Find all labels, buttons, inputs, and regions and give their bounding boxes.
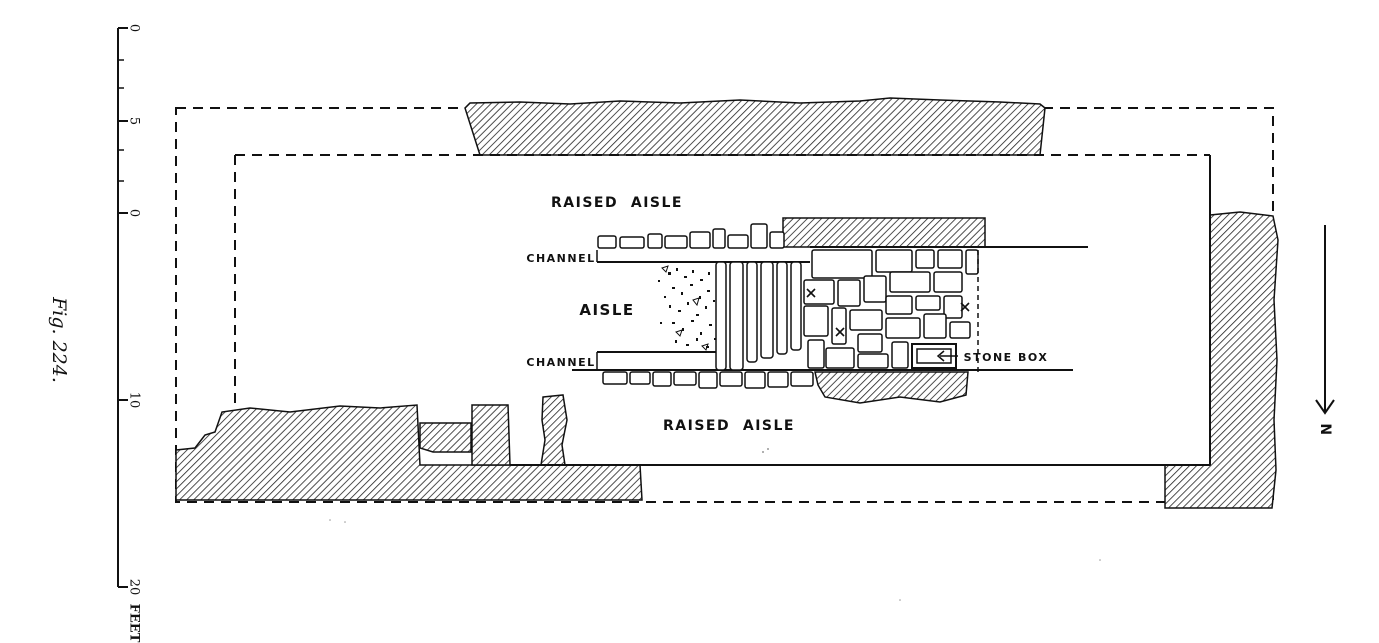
figure-caption: Fig. 224. xyxy=(48,296,70,383)
wall-masses xyxy=(175,97,1279,509)
right-wall xyxy=(1164,211,1279,509)
scale-bar: 0 5 0 10 20 FEET xyxy=(117,24,142,643)
stone-masonry xyxy=(803,249,979,372)
stone-box xyxy=(911,343,958,369)
scale-tick-label: 0 xyxy=(127,24,142,32)
channel-bottom-label: CHANNEL xyxy=(526,356,595,369)
channel-top-label: CHANNEL xyxy=(526,252,595,265)
step-block xyxy=(419,422,472,453)
channels xyxy=(572,246,1088,371)
raised-aisle-bottom-label: RAISED AISLE xyxy=(663,418,795,434)
top-wall xyxy=(464,97,1046,156)
pier xyxy=(471,404,511,466)
inner-room xyxy=(234,154,1211,466)
narrow-pier xyxy=(540,394,568,466)
stippled-fill xyxy=(658,265,716,351)
bottom-left-wall xyxy=(175,404,643,501)
stone-box-label: STONE BOX xyxy=(964,351,1049,364)
stone-steps xyxy=(715,261,802,371)
curb-stones-top xyxy=(597,223,785,249)
upper-slab xyxy=(782,217,986,248)
north-arrow: N xyxy=(1315,225,1335,437)
north-label: N xyxy=(1317,423,1333,436)
x-markers xyxy=(806,288,970,337)
scale-tick-label: 10 xyxy=(127,392,142,409)
aisle-label: AISLE xyxy=(579,301,634,319)
curb-stones-bottom xyxy=(602,371,814,389)
scale-tick-label: 0 xyxy=(127,209,142,217)
raised-aisle-top-label: RAISED AISLE xyxy=(551,195,683,211)
scale-tick-label: 5 xyxy=(127,117,142,125)
scale-tick-label: 20 xyxy=(127,579,142,596)
lower-rubble xyxy=(814,371,969,404)
scale-unit-label: FEET xyxy=(127,604,142,643)
paper-speckle xyxy=(329,448,1101,601)
